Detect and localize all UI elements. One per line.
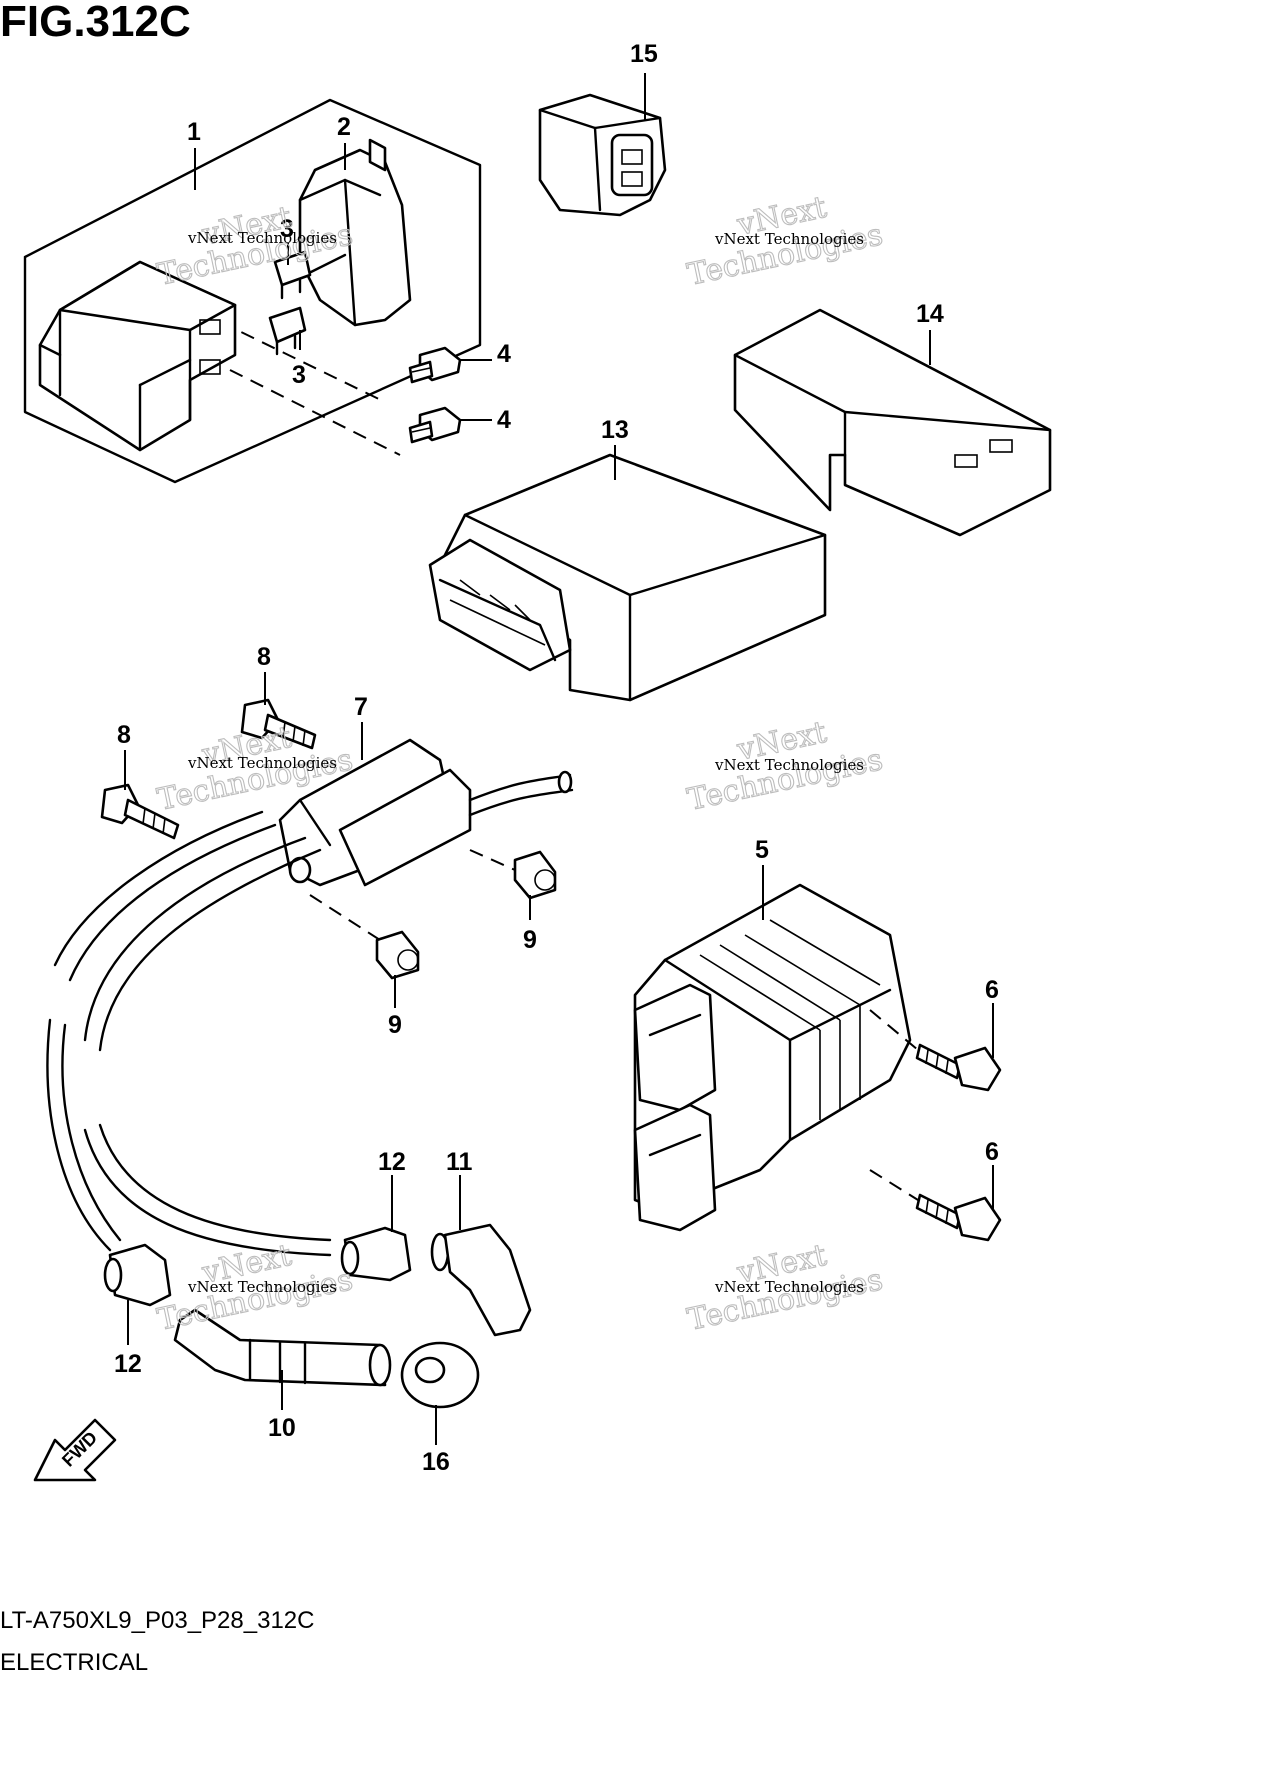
part-6-bolt-lower	[915, 1193, 1002, 1242]
svg-text:vNext Technologies: vNext Technologies	[714, 756, 864, 774]
callout-12-left: 12	[114, 1350, 142, 1378]
watermark-bottom-right: Technologies vNext vNext Technologies	[684, 1237, 887, 1338]
callout-12-right: 12	[378, 1148, 406, 1176]
callout-11: 11	[446, 1148, 473, 1176]
part-3-fuse-lower	[268, 306, 307, 356]
callout-5: 5	[755, 836, 769, 864]
svg-text:vNext Technologies: vNext Technologies	[714, 1278, 864, 1296]
callout-4-upper: 4	[497, 340, 511, 368]
part-12-cap-right	[340, 1226, 412, 1282]
part-16-grommet	[400, 1341, 480, 1409]
part-9-spacer-right	[513, 850, 557, 900]
callout-4-lower: 4	[497, 406, 511, 434]
part-2-cover	[298, 138, 412, 327]
part-4-bolt-lower	[408, 406, 462, 444]
callout-8-upper: 8	[257, 643, 271, 671]
part-3-fuse-upper	[273, 250, 312, 300]
ignition-leads	[46, 810, 332, 1257]
callout-3-upper: 3	[280, 215, 294, 243]
part-14-bracket	[733, 308, 1052, 537]
callout-10: 10	[268, 1414, 296, 1442]
part-13-ecm	[428, 453, 827, 702]
svg-text:vNext Technologies: vNext Technologies	[187, 1278, 337, 1296]
callout-8-lower: 8	[117, 721, 131, 749]
callout-15: 15	[630, 40, 658, 68]
part-4-bolt-upper	[408, 346, 462, 384]
callout-16: 16	[422, 1448, 450, 1476]
callout-14: 14	[916, 300, 944, 328]
figure-title: FIG.312C	[0, 0, 191, 46]
part-10-plug-cap	[173, 1308, 392, 1387]
callout-7: 7	[354, 693, 368, 721]
part-9-spacer-lower	[375, 930, 420, 980]
watermark-top-right: Technologies vNext vNext Technologies	[684, 189, 887, 293]
caption-code: LT-A750XL9_P03_P28_312C	[0, 1607, 314, 1634]
watermark-mid-right: Technologies vNext vNext Technologies	[684, 714, 887, 818]
part-8-bolt-upper	[240, 698, 317, 750]
part-15-connector	[538, 93, 667, 217]
callout-9-right: 9	[523, 926, 537, 954]
part-12-cap-left	[103, 1243, 172, 1307]
part-8-bolt-lower	[100, 783, 180, 840]
part-5-regulator	[633, 883, 912, 1232]
callout-leaders	[124, 73, 994, 1445]
part-1-relay-box	[38, 260, 237, 452]
svg-text:vNext Technologies: vNext Technologies	[714, 230, 864, 248]
caption-name: ELECTRICAL	[0, 1649, 148, 1676]
callout-1: 1	[187, 118, 201, 146]
callout-9-lower: 9	[388, 1011, 402, 1039]
callout-13: 13	[601, 416, 629, 444]
callout-2: 2	[337, 113, 351, 141]
callout-6-lower: 6	[985, 1138, 999, 1166]
callout-labels: 1 2 3 3 4 4 5 6 6 7 8 8 9 9 10 11 12 12 …	[114, 40, 999, 1476]
part-7-ignition-coil	[278, 738, 574, 887]
svg-text:vNext Technologies: vNext Technologies	[187, 229, 337, 247]
fwd-arrow-icon: FWD	[33, 1418, 117, 1482]
part-6-bolt-upper	[915, 1043, 1002, 1092]
watermark-bottom-left: Technologies vNext vNext Technologies	[154, 1237, 357, 1338]
svg-text:vNext Technologies: vNext Technologies	[187, 754, 337, 772]
part-11-plug-cap	[430, 1223, 532, 1337]
callout-6-upper: 6	[985, 976, 999, 1004]
callout-3-lower: 3	[292, 361, 306, 389]
